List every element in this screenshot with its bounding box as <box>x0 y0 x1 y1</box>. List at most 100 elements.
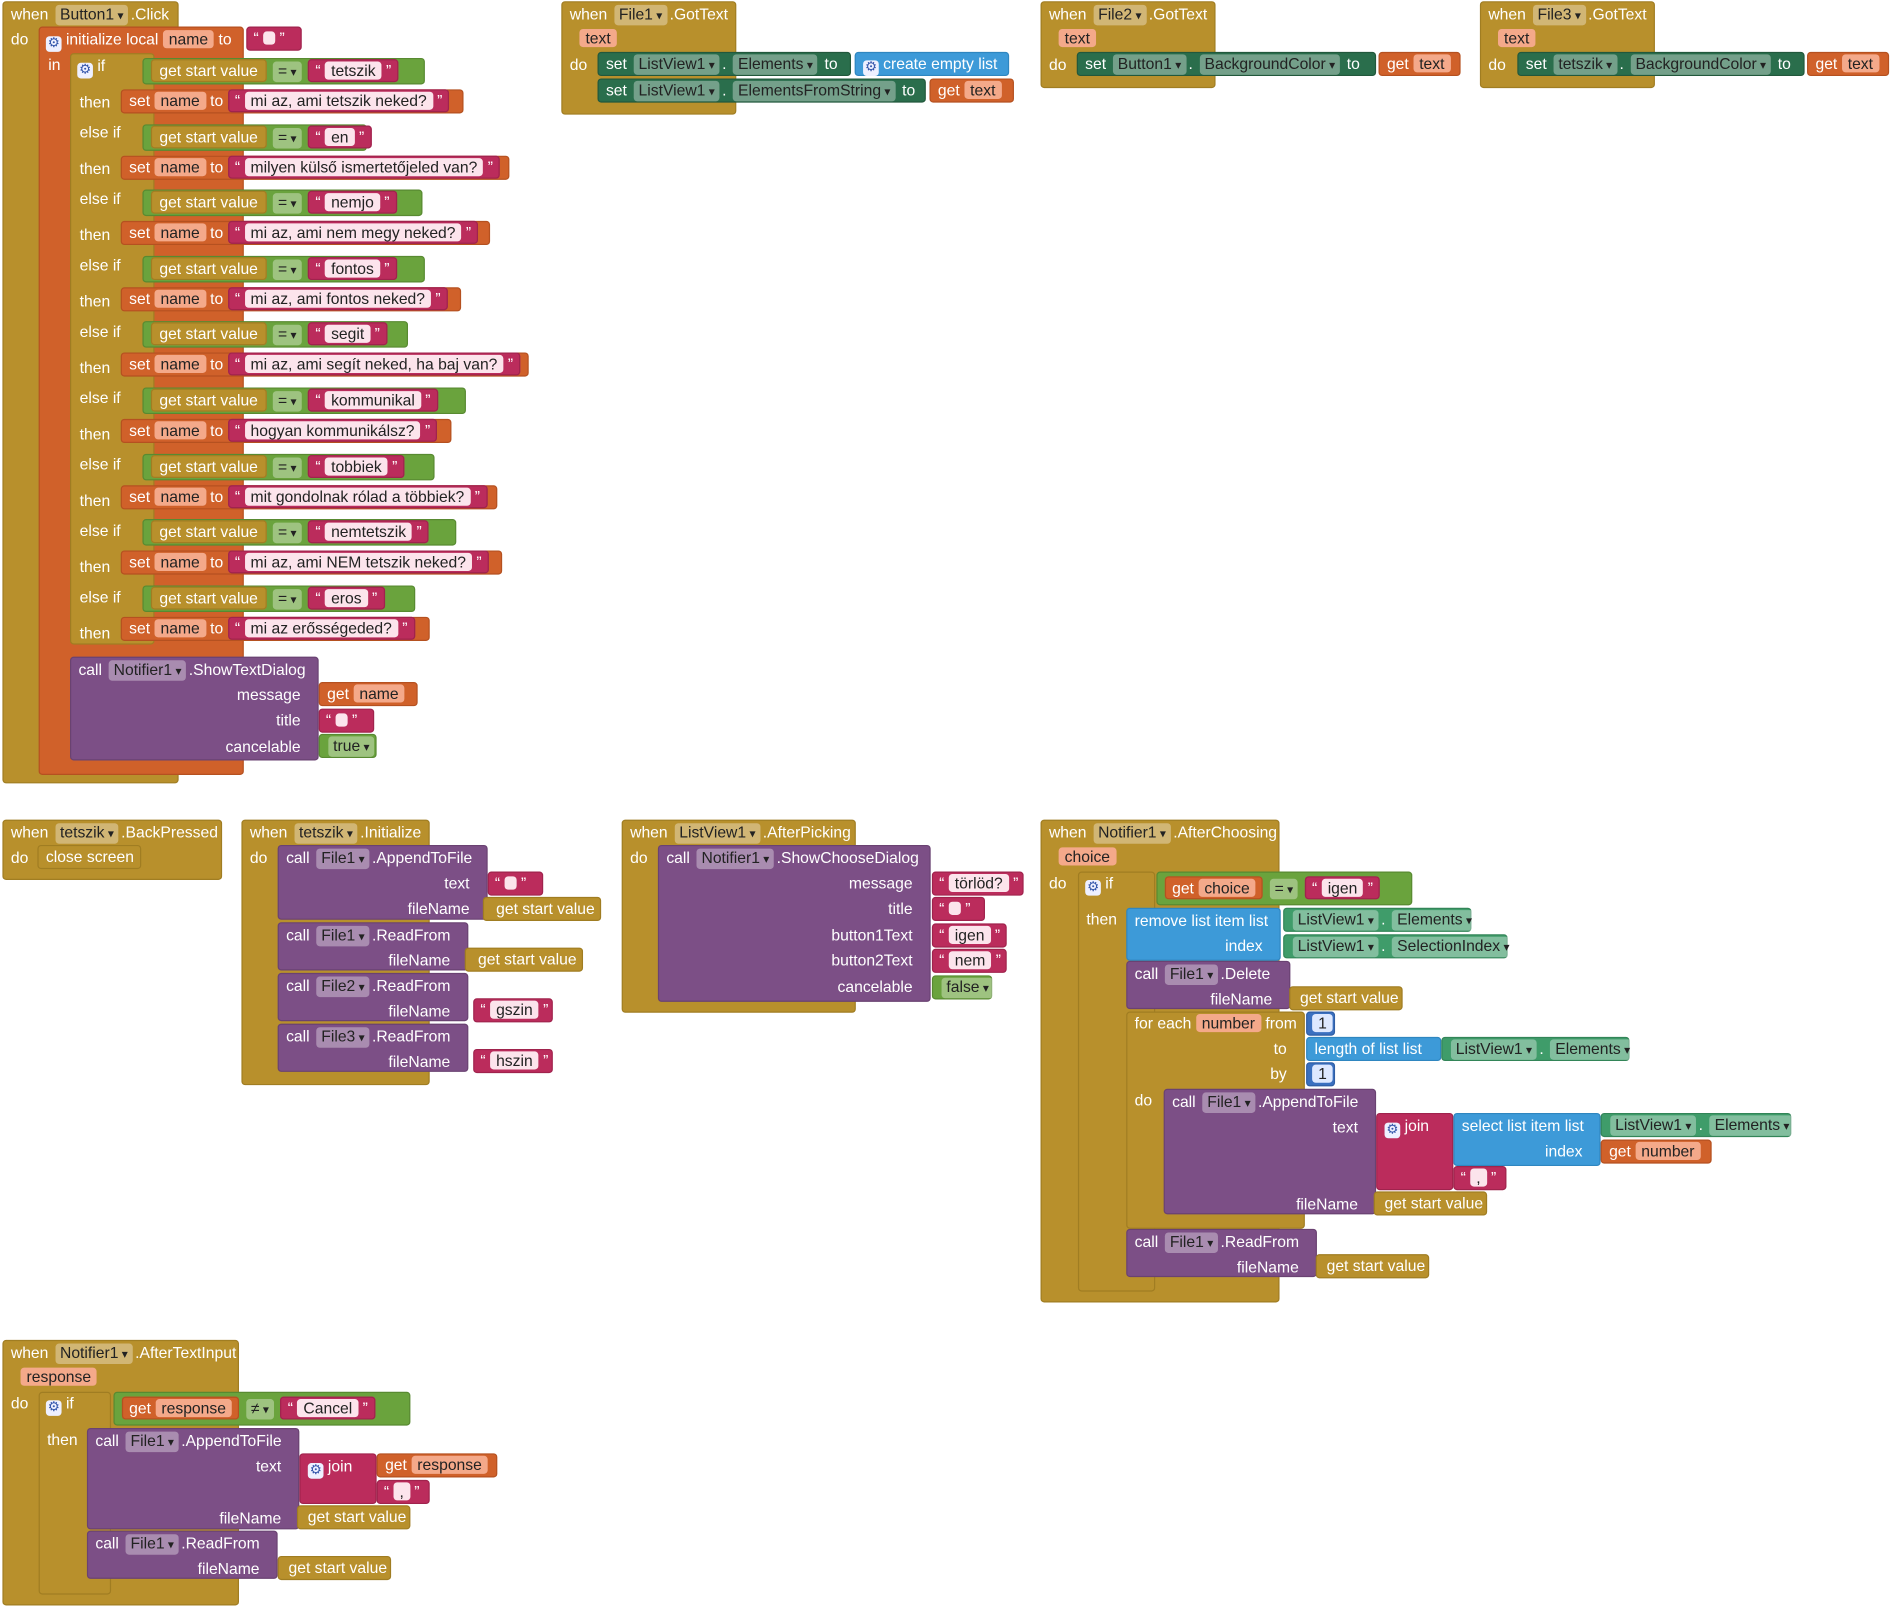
var-dropdown[interactable]: text <box>964 80 1002 99</box>
notifier-dropdown[interactable]: Notifier1 <box>1093 823 1171 844</box>
string-value[interactable]: Cancel <box>297 1399 359 1418</box>
set-listview-elements-block[interactable]: set ListView1. Elements to <box>597 51 852 77</box>
string-block[interactable]: “ segit ” <box>308 322 388 346</box>
component-dropdown[interactable]: tetszik <box>294 823 358 844</box>
operator-dropdown[interactable]: = <box>273 61 302 83</box>
get-start-value-block[interactable]: get start value <box>277 1555 392 1581</box>
var-dropdown[interactable]: response <box>155 1399 232 1418</box>
compare-block[interactable]: get start value = “ kommunikal ” <box>142 387 466 415</box>
boolean-dropdown[interactable]: true <box>328 736 375 757</box>
set-name-block[interactable]: set name to “ hogyan kommunikálsz? ” <box>120 418 452 444</box>
listview-elements-getter[interactable]: ListView1. Elements <box>1283 907 1477 932</box>
component-dropdown[interactable]: tetszik <box>55 823 119 844</box>
component-dropdown[interactable]: File1 <box>316 925 370 947</box>
property-dropdown[interactable]: Elements <box>733 54 818 75</box>
string-value[interactable]: mit gondolnak rólad a többiek? <box>244 487 471 506</box>
property-dropdown[interactable]: Elements <box>1392 910 1477 931</box>
cancel-string-block[interactable]: “ Cancel ” <box>280 1396 376 1420</box>
boolean-dropdown[interactable]: false <box>941 977 994 999</box>
empty-title-block[interactable]: “ ” <box>931 896 985 922</box>
var-dropdown[interactable]: name <box>154 421 206 440</box>
get-name-block[interactable]: get name <box>318 682 418 707</box>
get-start-value-block[interactable]: get start value <box>296 1505 411 1530</box>
string-value[interactable]: mi az erősségeded? <box>244 619 398 638</box>
get-start-value-block[interactable]: get start value <box>464 947 584 972</box>
empty-string-block[interactable]: “ ” <box>246 26 302 51</box>
string-value[interactable]: hogyan kommunikálsz? <box>244 421 421 440</box>
string-value[interactable]: hszin <box>490 1051 539 1070</box>
show-choose-dialog-block[interactable]: call Notifier1.ShowChooseDialog message … <box>657 844 931 1002</box>
var-dropdown[interactable]: name <box>154 354 206 373</box>
notifier-dropdown[interactable]: Notifier1 <box>108 660 187 681</box>
operator-dropdown[interactable]: = <box>1269 878 1299 900</box>
string-block[interactable]: “ mi az, ami fontos neked? ” <box>227 287 448 311</box>
component-dropdown[interactable]: Button1 <box>1112 54 1187 75</box>
remove-list-item-block[interactable]: remove list item list index <box>1126 907 1281 961</box>
set-name-block[interactable]: set name to “ mi az, ami nem megy neked?… <box>120 220 491 246</box>
component-dropdown[interactable]: File1 <box>316 848 370 870</box>
component-dropdown[interactable]: ListView1 <box>1292 936 1379 958</box>
string-block[interactable]: “ nemjo ” <box>308 190 397 214</box>
component-dropdown[interactable]: File2 <box>1093 4 1147 26</box>
compare-block[interactable]: get start value = “ en ” <box>142 124 372 151</box>
if-mutator-gear-icon[interactable]: ⚙ <box>77 62 93 79</box>
string-value[interactable]: fontos <box>325 259 380 278</box>
get-number-block[interactable]: get number <box>1600 1139 1712 1164</box>
select-list-item-block[interactable]: select list item list index <box>1453 1112 1601 1167</box>
string-block[interactable]: “ mit gondolnak rólad a többiek? ” <box>227 485 488 509</box>
file1-delete-block[interactable]: call File1.Delete fileName <box>1126 960 1291 1010</box>
property-dropdown[interactable]: BackgroundColor <box>1199 54 1341 75</box>
component-dropdown[interactable]: File2 <box>316 976 370 998</box>
number-value[interactable]: 1 <box>1312 1013 1333 1033</box>
listview-elements-getter[interactable]: ListView1. Elements <box>1600 1112 1795 1138</box>
get-start-value-block[interactable]: get start value <box>150 125 267 149</box>
operator-dropdown[interactable]: = <box>273 127 302 149</box>
gszin-string-block[interactable]: “ gszin ” <box>473 998 553 1023</box>
loop-var-name[interactable]: number <box>1195 1013 1262 1033</box>
var-dropdown[interactable]: name <box>154 91 206 110</box>
component-dropdown[interactable]: Button1 <box>55 4 129 26</box>
empty-title-block[interactable]: “ ” <box>318 708 375 733</box>
number-1-block[interactable]: 1 <box>1306 1011 1336 1036</box>
string-value[interactable]: nemtetszik <box>325 522 413 541</box>
if-mutator-gear-icon[interactable]: ⚙ <box>45 1400 62 1416</box>
param-choice[interactable]: choice <box>1058 847 1117 866</box>
join-block[interactable]: ⚙ join <box>1376 1112 1454 1191</box>
string-value[interactable]: igen <box>1321 878 1364 897</box>
operator-dropdown[interactable]: ≠ <box>246 1399 274 1420</box>
join-mutator-gear-icon[interactable]: ⚙ <box>307 1463 324 1479</box>
comma-string-block[interactable]: “ , ” <box>376 1479 430 1505</box>
component-dropdown[interactable]: ListView1 <box>1292 910 1379 931</box>
component-dropdown[interactable]: File1 <box>1202 1092 1256 1113</box>
set-name-block[interactable]: set name to “ mit gondolnak rólad a több… <box>120 485 498 510</box>
listview-selectionindex-getter[interactable]: ListView1. SelectionIndex <box>1283 934 1515 959</box>
component-dropdown[interactable]: File3 <box>316 1027 370 1048</box>
string-value[interactable]: eros <box>325 589 368 608</box>
get-text-block[interactable]: get text <box>1807 51 1890 77</box>
number-value[interactable]: 1 <box>1312 1064 1333 1083</box>
operator-dropdown[interactable]: = <box>273 391 302 412</box>
file3-readfrom-block[interactable]: call File3.ReadFrom fileName <box>277 1023 469 1072</box>
file1-append-block[interactable]: call File1.AppendToFile text fileName <box>277 844 488 920</box>
nem-string-block[interactable]: “ nem ” <box>931 948 1007 973</box>
string-block[interactable]: “ mi az, ami segít neked, ha baj van? ” <box>227 352 521 376</box>
compare-block[interactable]: get start value = “ nemjo ” <box>142 189 423 217</box>
get-start-value-block[interactable]: get start value <box>1289 986 1403 1011</box>
compare-block[interactable]: get start value = “ tetszik ” <box>142 57 425 85</box>
comma-string-block[interactable]: “ , ” <box>1453 1166 1507 1191</box>
component-dropdown[interactable]: tetszik <box>1553 54 1618 75</box>
component-dropdown[interactable]: File3 <box>1532 4 1586 26</box>
number-1-block[interactable]: 1 <box>1306 1062 1336 1087</box>
get-start-value-block[interactable]: get start value <box>150 388 267 412</box>
set-name-block[interactable]: set name to “ milyen külső ismertetőjele… <box>120 155 510 180</box>
igen-string-block[interactable]: “ igen ” <box>1304 876 1381 900</box>
igen-string-block[interactable]: “ igen ” <box>931 923 1007 948</box>
create-empty-list-block[interactable]: ⚙ create empty list <box>854 51 1010 77</box>
get-start-value-block[interactable]: get start value <box>150 190 267 214</box>
string-value[interactable]: mi az, ami nem megy neked? <box>244 223 462 242</box>
string-value[interactable]: nemjo <box>325 193 380 212</box>
mutator-gear-icon[interactable]: ⚙ <box>863 60 879 77</box>
compare-block[interactable]: get choice = “ igen ” <box>1156 871 1413 906</box>
get-start-value-block[interactable]: get start value <box>150 455 267 479</box>
component-dropdown[interactable]: ListView1 <box>674 823 761 844</box>
